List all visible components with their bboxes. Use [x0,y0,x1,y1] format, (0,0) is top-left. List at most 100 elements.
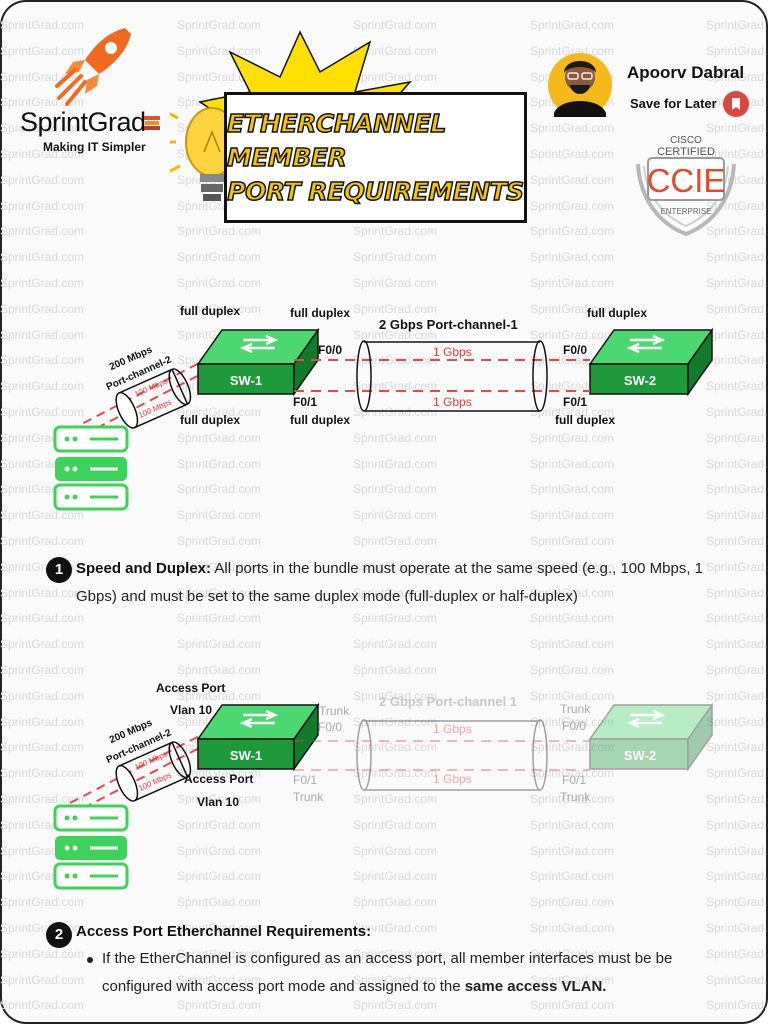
faded-link-f01-speed: 1 Gbps [433,772,472,786]
watermark-text: SprintGrad.com [530,611,615,626]
access-port-label-bottom: Access Port [184,772,254,786]
brand-name: SprintGrad [20,107,146,137]
sw1b-trunk-bottom: Trunk [293,790,324,804]
watermark-text: SprintGrad.com [530,276,615,290]
watermark-text: SprintGrad.com [530,198,615,213]
watermark-text: SprintGrad.com [353,611,438,626]
bookmark-icon[interactable] [723,91,749,117]
badge-line2: CERTIFIED [657,146,715,158]
badge-sub: ENTERPRISE [660,207,711,216]
duplex-label-sw1-right-bottom: full duplex [290,413,350,427]
link2-server-sw1-a [69,732,206,804]
author-avatar [548,53,612,117]
watermark-text: SprintGrad.com [353,637,438,652]
watermark-text: SprintGrad.com [0,224,85,239]
watermark-text: SprintGrad.com [0,972,85,987]
duplex-label-sw1-left-top: full duplex [180,304,240,318]
point-2-number: 2 [46,922,72,948]
watermark-text: SprintGrad.com [706,250,768,265]
watermark-text: SprintGrad.com [0,276,85,290]
watermark-text: SprintGrad.com [0,637,85,652]
port-channel-2-bundle [115,368,192,429]
author-name: Apoorv Dabral [627,63,745,82]
link-f01-speed: 1 Gbps [433,395,472,409]
watermark-text: SprintGrad.com [706,276,768,290]
watermark-text: SprintGrad.com [177,611,262,626]
point-2-bullet-text: If the EtherChannel is configured as an … [102,950,673,995]
sw1-switch-icon-b [196,702,320,772]
watermark-text: SprintGrad.com [0,250,85,265]
books-icon [144,116,160,130]
sw1-switch-icon [196,327,320,397]
server-icon [53,425,129,511]
faded-port-channel-group: SW-2 [294,702,714,791]
watermark-text: SprintGrad.com [177,250,262,265]
watermark-text: SprintGrad.com [530,250,615,265]
watermark-text: SprintGrad.com [0,946,85,961]
pc2-link-b-label: 100 Mbps [137,397,173,420]
server-icon-b [53,804,129,890]
bullet-dot [87,957,93,963]
duplex-label-sw1-left-bottom: full duplex [180,413,240,427]
watermark-text: SprintGrad.com [177,637,262,652]
duplex-label-sw2-bottom: full duplex [555,413,615,427]
point-2-heading-row: Access Port Etherchannel Requirements: [76,918,716,946]
pc2b-link-b-label: 100 Mbps [137,770,173,793]
title-line-2: Port Requirements [227,176,525,207]
watermark-text: SprintGrad.com [530,18,615,32]
watermark-text: SprintGrad.com [177,895,262,910]
port-channel-1-bundle [356,340,548,412]
port-channel-2-bundle-b [115,741,192,802]
watermark-text: SprintGrad.com [177,276,262,290]
title-line-1: EtherChannel Member [226,108,447,173]
point-1-body: All ports in the bundle must operate at … [76,560,703,605]
point-2-heading: Access Port Etherchannel Requirements: [76,923,372,940]
diagram-speed-duplex: 100 Mbps 100 Mbps 200 Mbps Port-channel-… [53,327,714,511]
sw1-f01-label: F0/1 [293,395,318,409]
watermark-text: SprintGrad.com [353,250,438,265]
watermark-text: SprintGrad.com [0,198,85,213]
title-box: EtherChannel Member Port Requirements [224,92,527,223]
watermark-text: SprintGrad.com [706,637,768,652]
watermark-text: SprintGrad.com [706,18,768,32]
sw2-switch-icon-faded [588,702,714,772]
link2-server-sw1-b [69,744,206,816]
vlan-label-top: Vlan 10 [170,703,213,717]
sw2b-trunk-top: Trunk [560,702,591,716]
brand-tagline: Making IT Simpler [43,140,146,154]
vlan-label-bottom: Vlan 10 [197,795,240,809]
watermark-text: SprintGrad.com [353,276,438,290]
watermark-text: SprintGrad.com [0,172,85,187]
point-1-heading: Speed and Duplex: [76,560,212,577]
watermark-text: SprintGrad.com [0,998,85,1013]
watermark-text: SprintGrad.com [706,611,768,626]
sw2b-trunk-bottom: Trunk [560,790,591,804]
sw1b-label: SW-1 [230,748,262,763]
sw1b-f01-label: F0/1 [293,773,318,787]
port-channel-1-label-faded: 2 Gbps Port-channel 1 [379,694,517,709]
link-f00-speed: 1 Gbps [433,345,472,359]
ccie-badge: CISCO CERTIFIED CCIE ENTERPRISE [636,135,736,236]
link-server-sw1-a [69,359,206,431]
sw2-faded-label: SW-2 [624,748,656,763]
badge-main: CCIE [647,162,726,199]
rocket-icon [55,28,131,106]
sw1-f00-label: F0/0 [318,343,343,357]
point-1-number: 1 [46,557,72,583]
faded-link-f00-speed: 1 Gbps [433,722,472,736]
save-for-later-label: Save for Later [630,96,717,111]
sw2-label: SW-2 [624,373,656,388]
sw1b-f00-label: F0/0 [318,720,343,734]
diagram-access-port: 100 Mbps 100 Mbps 200 Mbps Port-channel-… [53,702,714,890]
sw1-label: SW-1 [230,373,262,388]
sw1b-trunk-top: Trunk [319,704,350,718]
watermark-text: SprintGrad.com [530,147,615,161]
duplex-label-sw2-top: full duplex [587,306,647,320]
watermark-text: SprintGrad.com [0,585,85,600]
sw2-f01-label: F0/1 [563,395,588,409]
badge-line1: CISCO [670,135,702,146]
point-2-bullet: If the EtherChannel is configured as an … [102,945,742,1001]
link-server-sw1-b [69,371,206,443]
point-1-text: Speed and Duplex: All ports in the bundl… [76,555,716,611]
